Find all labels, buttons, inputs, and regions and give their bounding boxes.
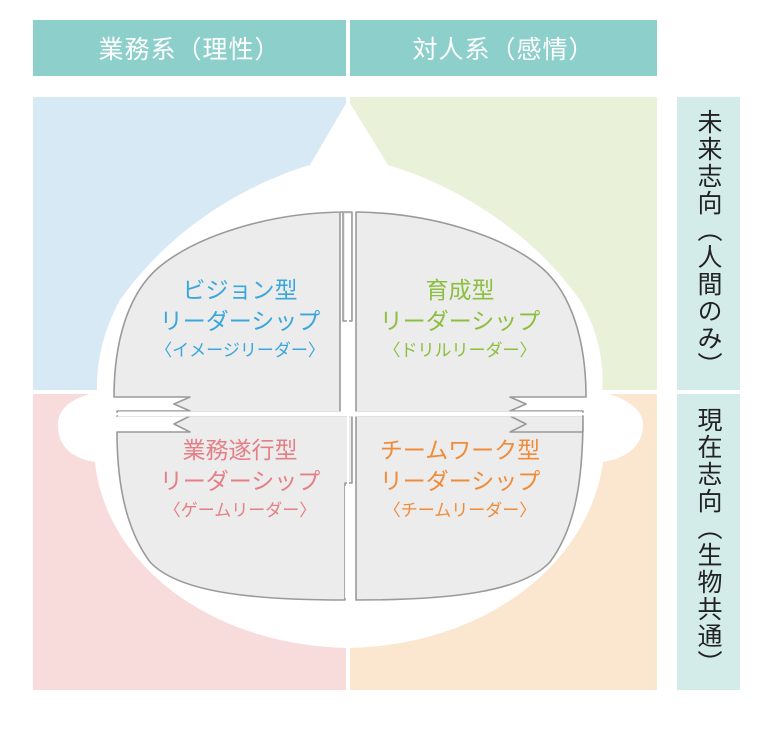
label-teamwork-title: チームワーク型 [379, 438, 541, 464]
label-development-leadership: 育成型 リーダーシップ 〈ドリルリーダー〉 [360, 276, 560, 364]
label-vision-leadership: ビジョン型 リーダーシップ 〈イメージリーダー〉 [140, 276, 340, 364]
column-header-left: 業務系（理性） [33, 20, 346, 76]
row-header-bottom: 現在志向（生物共通） [677, 394, 740, 690]
brain-lobe-bottom-right-body [355, 415, 584, 601]
label-vision-subtitle: リーダーシップ [159, 309, 321, 335]
brain-illustration [113, 211, 587, 601]
column-header-right: 対人系（感情） [350, 20, 657, 76]
label-teamwork-alias: 〈チームリーダー〉 [383, 501, 537, 521]
label-development-alias: 〈ドリルリーダー〉 [383, 341, 537, 361]
label-execution-alias: 〈ゲームリーダー〉 [163, 501, 317, 521]
row-header-top: 未来志向（人間のみ） [677, 97, 740, 390]
label-vision-title: ビジョン型 [182, 278, 298, 304]
label-development-subtitle: リーダーシップ [379, 309, 541, 335]
brain-lobe-top-left-body [113, 211, 343, 413]
label-execution-leadership: 業務遂行型 リーダーシップ 〈ゲームリーダー〉 [140, 436, 340, 524]
label-teamwork-leadership: チームワーク型 リーダーシップ 〈チームリーダー〉 [360, 436, 560, 524]
row-header-top-label: 未来志向（人間のみ） [694, 108, 723, 379]
brain-lobe-bottom-left-body [116, 415, 353, 601]
label-vision-alias: 〈イメージリーダー〉 [155, 341, 325, 361]
column-header-left-label: 業務系（理性） [98, 35, 281, 64]
label-execution-subtitle: リーダーシップ [159, 469, 321, 495]
brain-lobe-top-right-body [355, 211, 587, 413]
row-header-bottom-label: 現在志向（生物共通） [694, 407, 723, 677]
column-header-right-label: 対人系（感情） [412, 35, 595, 64]
label-teamwork-subtitle: リーダーシップ [379, 469, 541, 495]
label-execution-title: 業務遂行型 [182, 438, 298, 464]
label-development-title: 育成型 [425, 278, 495, 304]
